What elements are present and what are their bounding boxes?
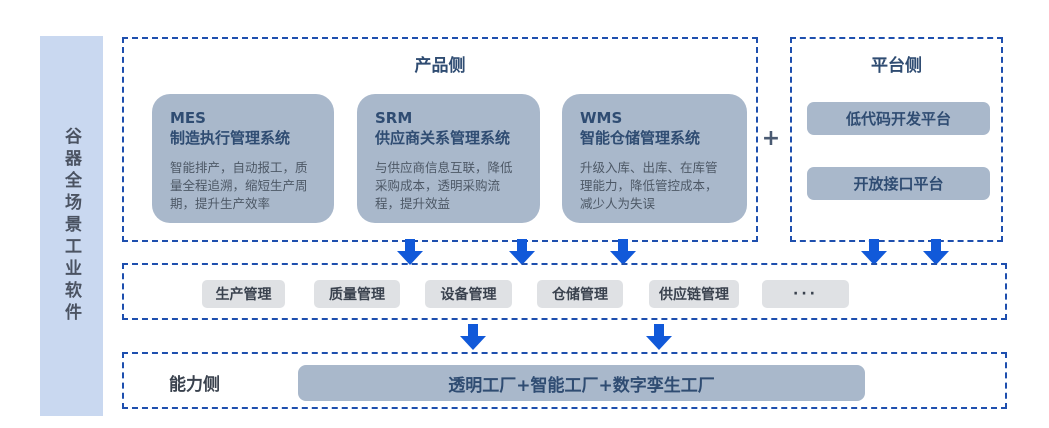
card-wms: WMS 智能仓储管理系统 升级入库、出库、在库管理能力，降低管控成本，减少人为失… xyxy=(562,94,747,223)
down-arrow-icon xyxy=(397,239,423,265)
chip-production-mgmt: 生产管理 xyxy=(202,280,285,308)
ability-factory-bar: 透明工厂+智能工厂+数字孪生工厂 xyxy=(298,365,865,401)
platform-item-lowcode: 低代码开发平台 xyxy=(807,102,990,135)
chip-equipment-mgmt: 设备管理 xyxy=(425,280,512,308)
card-mes-name: 制造执行管理系统 xyxy=(170,128,291,147)
card-mes-code: MES xyxy=(170,109,206,127)
sidebar-banner: 谷器全场景工业软件 xyxy=(40,36,103,416)
down-arrow-icon xyxy=(460,324,486,350)
chip-quality-mgmt: 质量管理 xyxy=(314,280,400,308)
chip-warehouse-mgmt: 仓储管理 xyxy=(537,280,623,308)
card-srm-description: 与供应商信息互联，降低采购成本，透明采购流程，提升效益 xyxy=(375,160,513,212)
plus-connector: + xyxy=(761,126,781,151)
sidebar-banner-label: 谷器全场景工业软件 xyxy=(61,127,81,325)
platform-item-openapi: 开放接口平台 xyxy=(807,167,990,200)
ability-section-box: 能力侧 透明工厂+智能工厂+数字孪生工厂 xyxy=(122,352,1007,409)
down-arrow-icon xyxy=(610,239,636,265)
card-srm-code: SRM xyxy=(375,109,413,127)
down-arrow-icon xyxy=(923,239,949,265)
down-arrow-icon xyxy=(861,239,887,265)
chip-ellipsis: ··· xyxy=(762,280,849,308)
down-arrow-icon xyxy=(509,239,535,265)
card-wms-name: 智能仓储管理系统 xyxy=(580,128,701,147)
platform-section-title: 平台侧 xyxy=(871,56,922,76)
card-srm-name: 供应商关系管理系统 xyxy=(375,128,511,147)
card-mes: MES 制造执行管理系统 智能排产，自动报工，质量全程追溯，缩短生产周期，提升生… xyxy=(152,94,334,223)
card-wms-code: WMS xyxy=(580,109,623,127)
product-section-box: 产品侧 MES 制造执行管理系统 智能排产，自动报工，质量全程追溯，缩短生产周期… xyxy=(122,37,758,242)
card-wms-description: 升级入库、出库、在库管理能力，降低管控成本，减少人为失误 xyxy=(580,160,718,212)
card-srm: SRM 供应商关系管理系统 与供应商信息互联，降低采购成本，透明采购流程，提升效… xyxy=(357,94,540,223)
card-mes-description: 智能排产，自动报工，质量全程追溯，缩短生产周期，提升生产效率 xyxy=(170,160,308,212)
ability-section-title: 能力侧 xyxy=(169,375,220,395)
modules-section-box: 生产管理 质量管理 设备管理 仓储管理 供应链管理 ··· xyxy=(122,263,1007,320)
chip-supplychain-mgmt: 供应链管理 xyxy=(649,280,739,308)
platform-section-box: 平台侧 低代码开发平台 开放接口平台 xyxy=(790,37,1003,242)
down-arrow-icon xyxy=(646,324,672,350)
product-section-title: 产品侧 xyxy=(414,56,466,76)
